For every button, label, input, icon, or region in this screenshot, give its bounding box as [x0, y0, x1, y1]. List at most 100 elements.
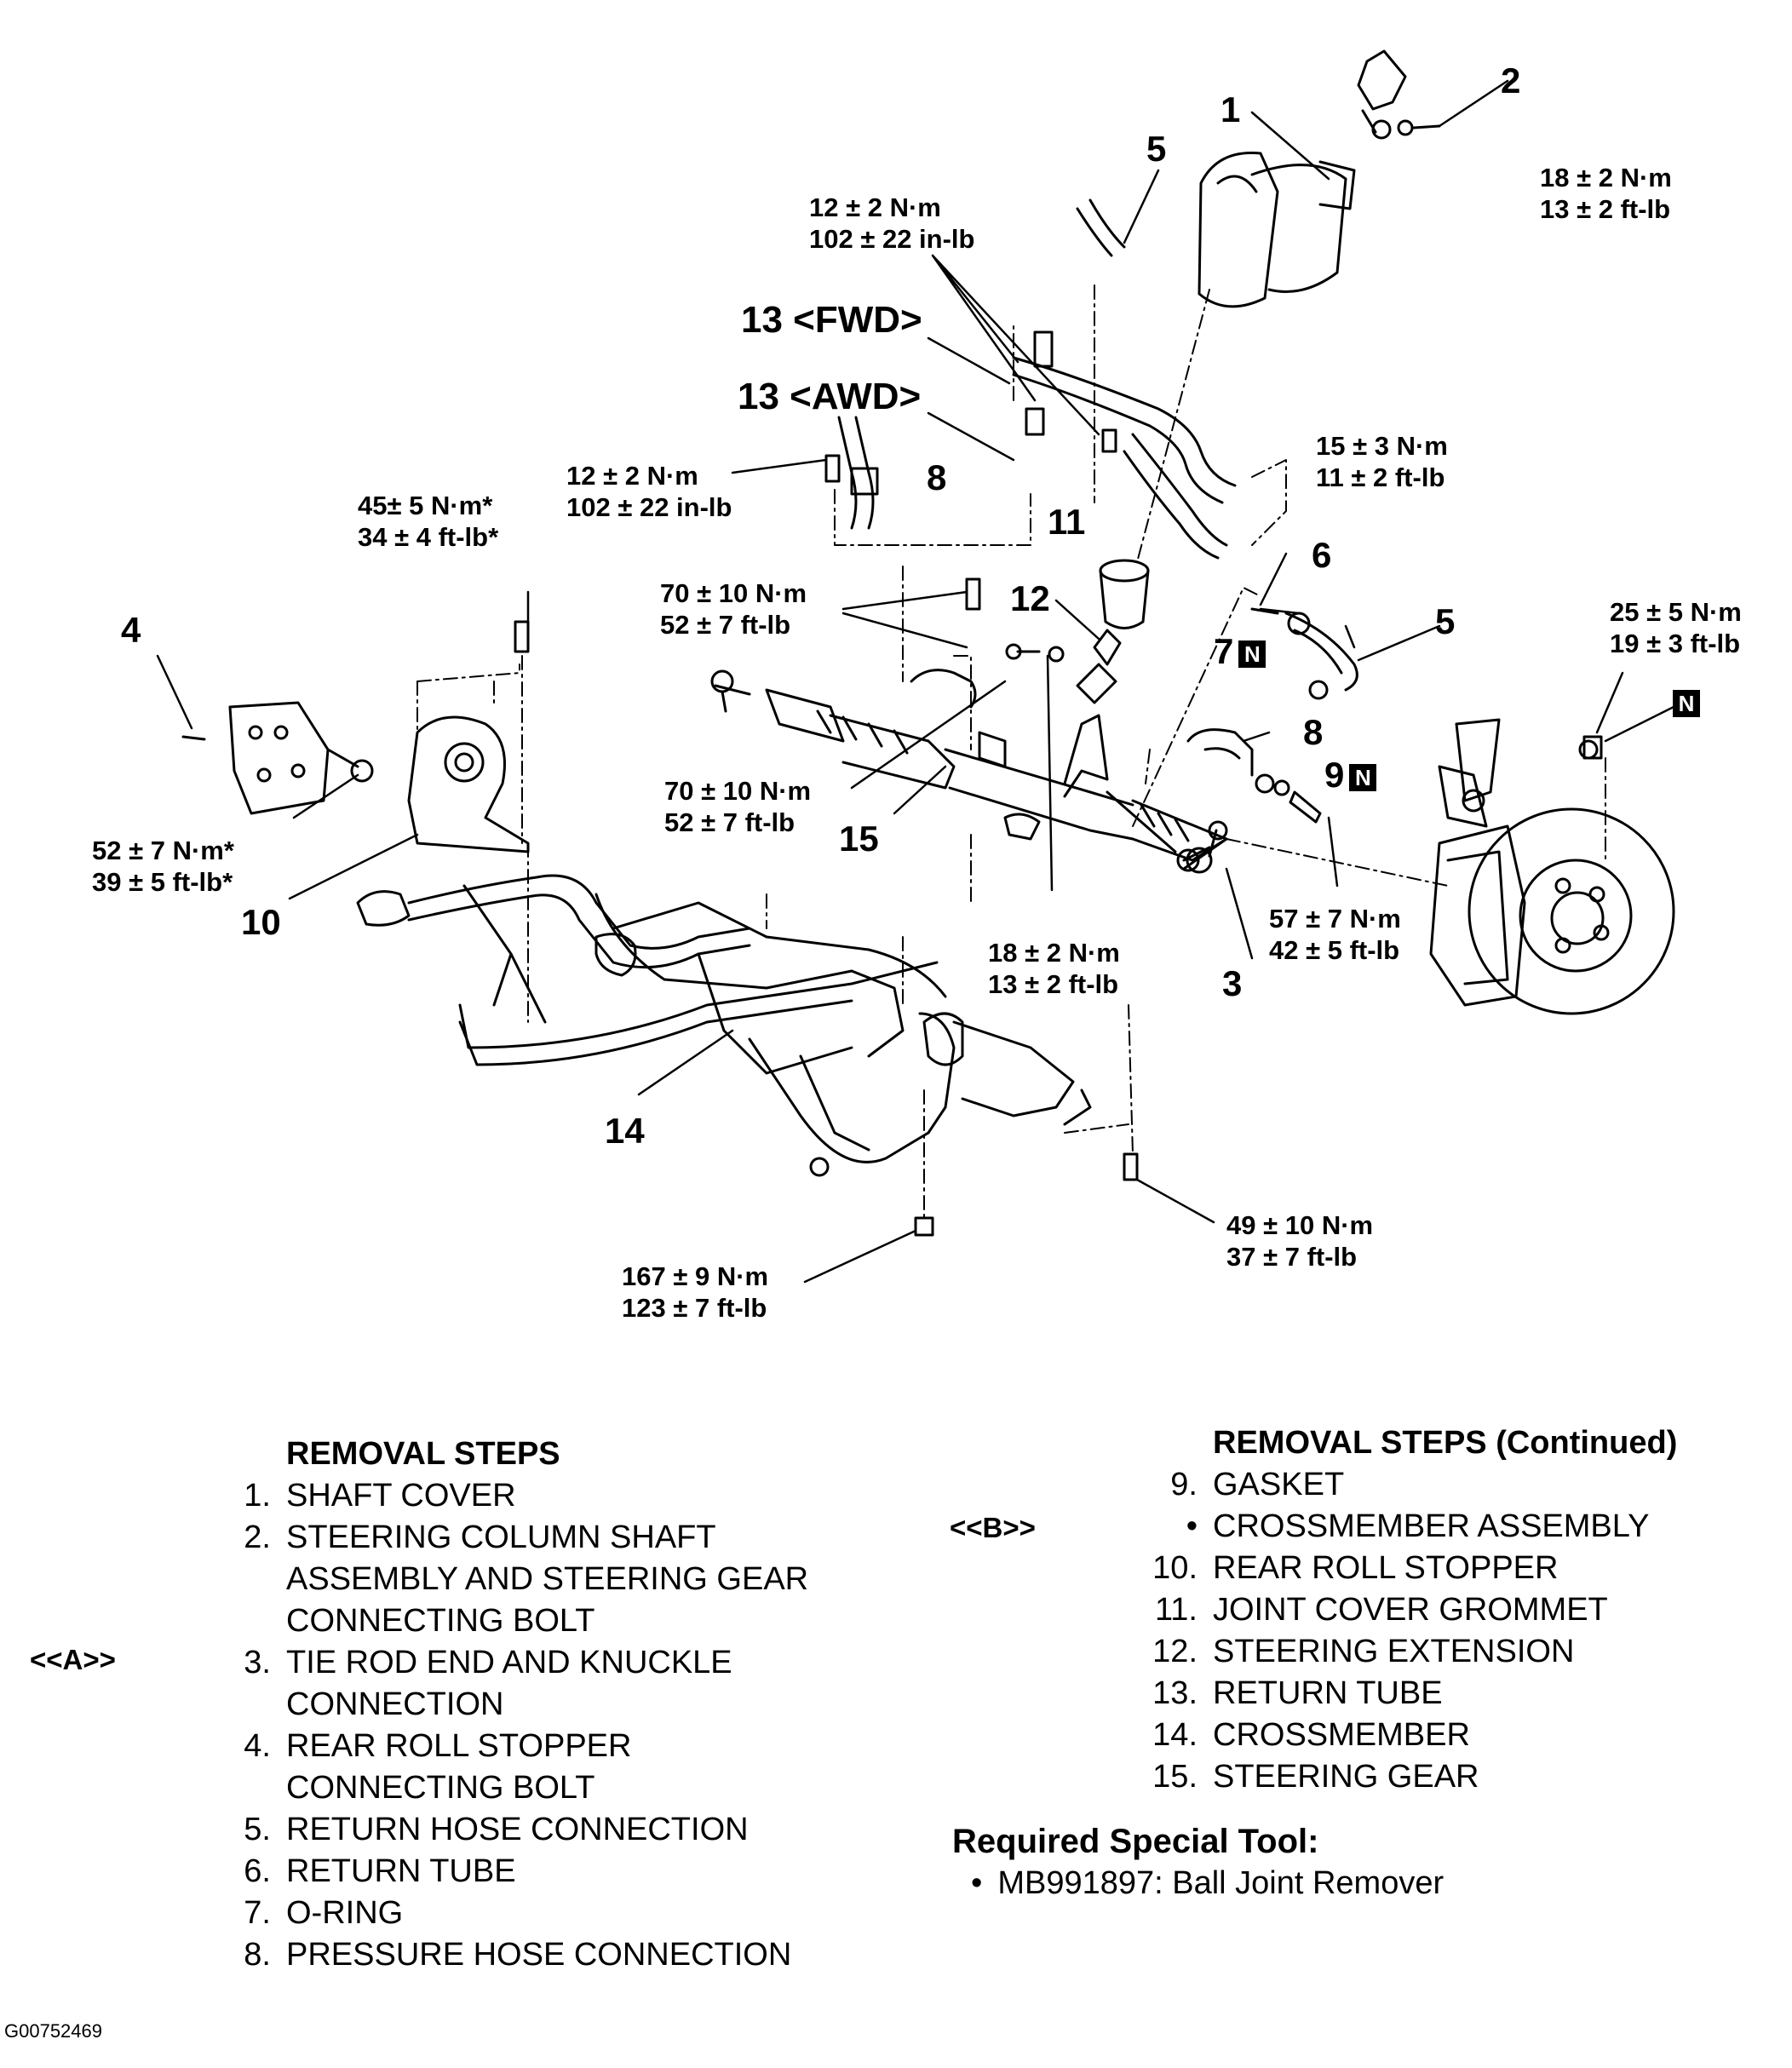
tie-rod-end-part: [710, 669, 1228, 874]
torque-imperial: 52 ± 7 ft-lb: [660, 610, 791, 641]
callout-2: 2: [1501, 60, 1521, 101]
callout-11: 11: [1048, 502, 1086, 542]
list-item: 4.REAR ROLL STOPPER: [244, 1728, 632, 1764]
callout-13-fwd: 13 <FWD>: [741, 299, 922, 341]
new-part-symbol: N: [1238, 640, 1266, 668]
list-item: 15.STEERING GEAR: [1152, 1759, 1479, 1795]
callout-6: 6: [1312, 535, 1332, 575]
callout-5-right: 5: [1435, 601, 1456, 641]
list-item-cont: ASSEMBLY AND STEERING GEAR: [286, 1561, 809, 1597]
callout-12: 12: [1010, 578, 1050, 618]
callout-8-right: 8: [1303, 712, 1324, 752]
list-item: 13.RETURN TUBE: [1152, 1675, 1443, 1711]
torque-spec: 25 ± 5 N·m 19 ± 3 ft-lb: [1610, 596, 1742, 659]
list-item-cont: CONNECTING BOLT: [286, 1770, 595, 1806]
callout-8-left: 8: [927, 457, 947, 497]
torque-spec: 57 ± 7 N·m 42 ± 5 ft-lb: [1269, 903, 1401, 966]
list-item: 10.REAR ROLL STOPPER: [1152, 1550, 1559, 1586]
steering-column-joint-part: [1357, 49, 1441, 140]
torque-imperial: 11 ± 2 ft-lb: [1316, 462, 1445, 493]
callout-15: 15: [839, 819, 879, 859]
callout-3: 3: [1222, 963, 1243, 1003]
torque-imperial: 123 ± 7 ft-lb: [622, 1293, 767, 1324]
removal-steps-continued-list: REMOVAL STEPS (Continued) 9.GASKET •CROS…: [1138, 1422, 1677, 1798]
new-part-symbol: N: [1673, 690, 1700, 717]
list-item: •CROSSMEMBER ASSEMBLY: [1186, 1508, 1650, 1544]
steering-gear-part: [765, 688, 1228, 872]
step-mark-a: <<A>>: [30, 1644, 116, 1675]
gear-clamp-part: [910, 669, 1041, 841]
special-tool-heading: Required Special Tool:: [952, 1823, 1319, 1860]
callout-1: 1: [1221, 89, 1241, 129]
list-item: 1.SHAFT COVER: [244, 1478, 516, 1514]
joint-cover-grommet-part: [1099, 559, 1150, 629]
step-mark-b: <<B>>: [950, 1512, 1036, 1543]
torque-imperial: 13 ± 2 ft-lb: [1540, 194, 1671, 225]
torque-spec: 167 ± 9 N·m 123 ± 7 ft-lb: [622, 1261, 768, 1324]
rear-roll-stopper-bracket-part: [181, 701, 374, 815]
pressure-line-part: [1186, 728, 1322, 824]
torque-metric: 70 ± 10 N·m: [660, 578, 807, 608]
return-hose-part: [1250, 607, 1358, 700]
rear-roll-stopper-part: [407, 715, 530, 853]
torque-metric: 25 ± 5 N·m: [1610, 597, 1742, 627]
list-item: 6.RETURN TUBE: [244, 1853, 516, 1889]
torque-metric: 18 ± 2 N·m: [988, 938, 1120, 968]
torque-spec: 18 ± 2 N·m 13 ± 2 ft-lb: [1540, 162, 1672, 225]
list-item: 2.STEERING COLUMN SHAFT: [244, 1519, 716, 1555]
torque-imperial: 37 ± 7 ft-lb: [1226, 1242, 1358, 1272]
crossmember-part: [356, 874, 1092, 1177]
steering-gear-exploded-diagram: [156, 49, 1675, 1284]
shaft-cover-part: [1198, 151, 1356, 308]
alignment-lines: [416, 284, 1606, 1219]
pressure-hose-part: [837, 416, 879, 530]
torque-spec: 18 ± 2 N·m 13 ± 2 ft-lb: [988, 937, 1120, 1000]
callout-10: 10: [241, 902, 281, 942]
list-item-cont: CONNECTION: [286, 1686, 504, 1722]
steering-extension-part: [1076, 629, 1122, 704]
special-tool-name: MB991897: Ball Joint Remover: [997, 1865, 1445, 1901]
torque-imperial: 52 ± 7 ft-lb: [664, 807, 795, 838]
torque-imperial: 39 ± 5 ft-lb*: [92, 867, 233, 898]
special-tool-item: • MB991897: Ball Joint Remover: [971, 1865, 1444, 1902]
torque-spec: 15 ± 3 N·m 11 ± 2 ft-lb: [1316, 430, 1448, 493]
list-item-cont: CONNECTING BOLT: [286, 1603, 595, 1639]
removal-steps-list: REMOVAL STEPS 1.SHAFT COVER 2.STEERING C…: [211, 1433, 808, 1976]
torque-metric: 167 ± 9 N·m: [622, 1261, 769, 1291]
torque-metric: 12 ± 2 N·m: [566, 461, 698, 491]
torque-metric: 18 ± 2 N·m: [1540, 163, 1672, 192]
torque-imperial: 42 ± 5 ft-lb: [1269, 935, 1400, 966]
torque-metric: 52 ± 7 N·m*: [92, 836, 234, 865]
torque-metric: 70 ± 10 N·m: [664, 776, 812, 806]
new-part-symbol: N: [1349, 763, 1377, 791]
torque-imperial: 102 ± 22 in-lb: [809, 224, 975, 255]
torque-metric: 49 ± 10 N·m: [1226, 1210, 1374, 1240]
list-item: 12.STEERING EXTENSION: [1152, 1634, 1575, 1669]
figure-id: G00752469: [4, 2020, 102, 2042]
torque-metric: 57 ± 7 N·m: [1269, 904, 1401, 933]
torque-metric: 15 ± 3 N·m: [1316, 431, 1448, 461]
new-part-symbol-knuckle: N: [1668, 690, 1700, 717]
removal-steps-heading: REMOVAL STEPS: [286, 1436, 560, 1472]
torque-metric: 12 ± 2 N·m: [809, 192, 941, 222]
torque-spec: 49 ± 10 N·m 37 ± 7 ft-lb: [1226, 1209, 1373, 1272]
torque-spec: 70 ± 10 N·m 52 ± 7 ft-lb: [660, 577, 807, 641]
callout-7-number: 7: [1214, 631, 1234, 671]
list-item: 3.TIE ROD END AND KNUCKLE: [244, 1645, 732, 1680]
torque-spec: 52 ± 7 N·m* 39 ± 5 ft-lb*: [92, 835, 234, 898]
removal-steps-continued-heading: REMOVAL STEPS (Continued): [1213, 1425, 1678, 1461]
callout-13-awd: 13 <AWD>: [738, 376, 922, 417]
callout-14: 14: [605, 1111, 645, 1151]
torque-spec: 12 ± 2 N·m 102 ± 22 in-lb: [566, 460, 732, 523]
list-item: 5.RETURN HOSE CONNECTION: [244, 1812, 749, 1847]
torque-imperial: 102 ± 22 in-lb: [566, 492, 732, 523]
list-item: 7.O-RING: [244, 1895, 404, 1931]
list-item: 14.CROSSMEMBER: [1152, 1717, 1470, 1753]
list-item: 9.GASKET: [1170, 1467, 1345, 1502]
torque-imperial: 19 ± 3 ft-lb: [1610, 629, 1741, 659]
bullet-icon: •: [971, 1865, 983, 1901]
leader-lines: [156, 79, 1675, 1284]
callout-4: 4: [121, 610, 141, 650]
